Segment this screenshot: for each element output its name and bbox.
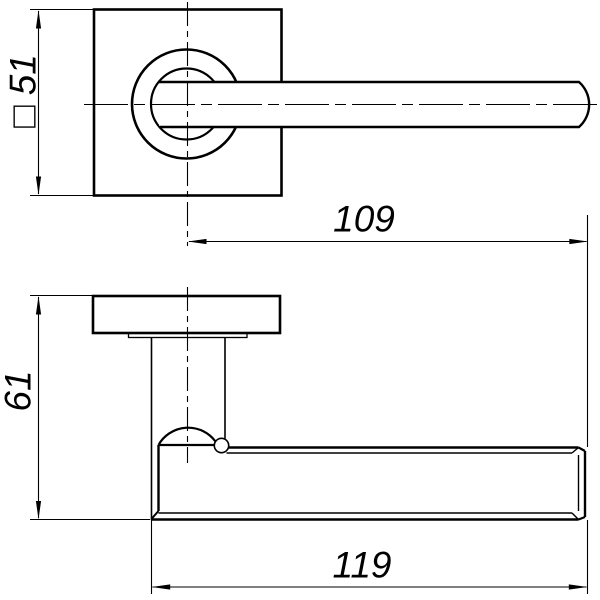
arrowhead-up xyxy=(35,10,42,29)
grip-right-inner-diag-top xyxy=(571,446,579,454)
front-view xyxy=(84,2,597,246)
dimension-label-61: 61 xyxy=(0,370,39,412)
arrowhead-up xyxy=(35,296,42,315)
neck-grip-fillet xyxy=(213,437,230,454)
dimension-109 xyxy=(187,215,589,594)
grip-left-bottom-chamfer xyxy=(151,510,160,519)
dimension-square-51 xyxy=(30,8,93,197)
dimension-label-119: 119 xyxy=(332,544,392,586)
arrowhead-left xyxy=(187,238,207,245)
rose-side-plate xyxy=(91,294,282,335)
arrowhead-down xyxy=(35,176,42,195)
arrowhead-left xyxy=(151,584,171,590)
grip-right-bottom-chamfer xyxy=(578,515,586,521)
grip-right-top-chamfer xyxy=(577,446,586,452)
dimension-label-square-51: □ 51 xyxy=(2,54,44,128)
dimension-label-109: 109 xyxy=(333,198,395,240)
dome-arc xyxy=(157,426,217,446)
arrowhead-right xyxy=(568,584,588,590)
side-view xyxy=(91,287,587,521)
arrowhead-right xyxy=(569,238,588,245)
dimension-119 xyxy=(150,520,588,594)
dimension-61 xyxy=(30,294,150,521)
arrowhead-down xyxy=(35,501,42,520)
